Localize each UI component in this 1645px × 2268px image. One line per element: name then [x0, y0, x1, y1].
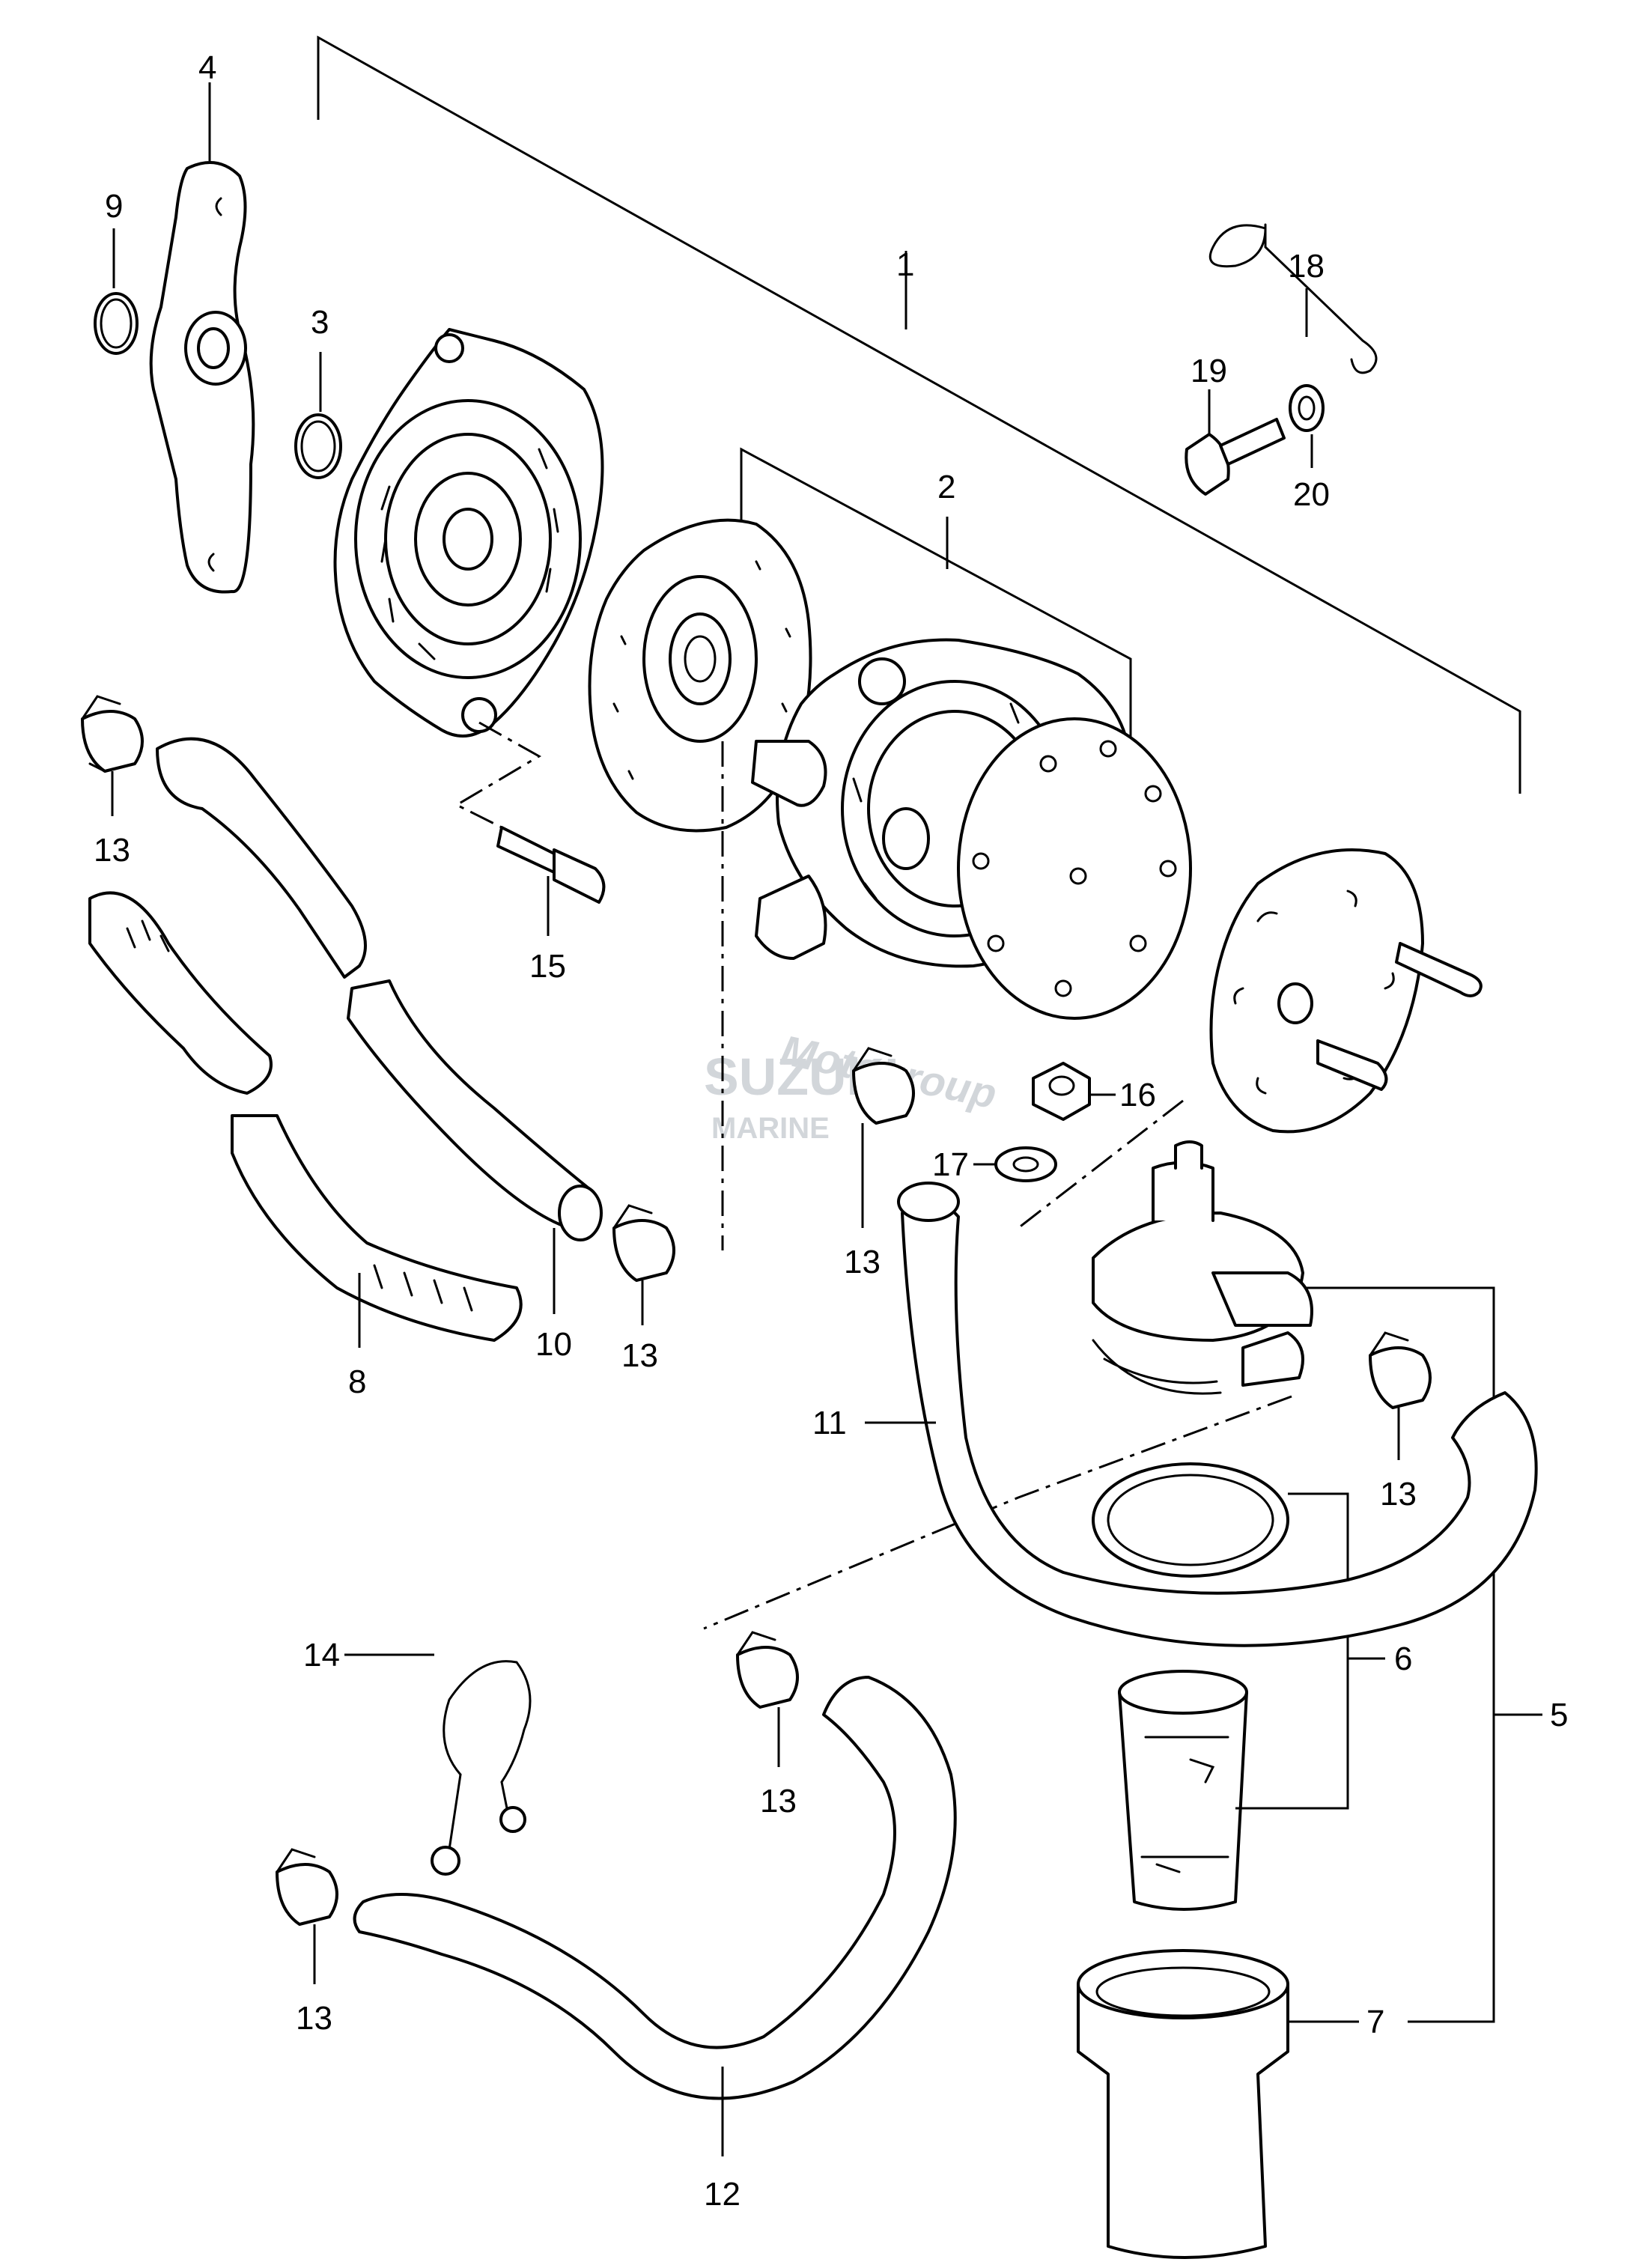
- callout-18: 18: [1288, 248, 1325, 285]
- part-13-clamp-f: [276, 1848, 338, 1984]
- callout-8: 8: [348, 1363, 366, 1400]
- part-20-washer: [1289, 384, 1325, 468]
- callout-4: 4: [198, 49, 216, 86]
- part-filter-housing: [1018, 1099, 1313, 1395]
- callout-11: 11: [812, 1405, 847, 1441]
- part-16-nut: [1032, 1062, 1116, 1121]
- part-12-hose: [353, 1676, 957, 2156]
- part-9-o-ring: [94, 228, 139, 355]
- callout-6: 6: [1394, 1641, 1412, 1677]
- part-5-leader: [1307, 1286, 1542, 2023]
- part-15-bolt: [496, 826, 606, 936]
- part-4-bracket-plate: [149, 82, 255, 594]
- part-seal-ring: [703, 1395, 1292, 1630]
- callout-1: 1: [896, 246, 914, 283]
- part-6-filter-screen: [1118, 1492, 1385, 1911]
- callout-16: 16: [1119, 1077, 1156, 1113]
- part-19-bolt: [1185, 389, 1286, 496]
- watermark-sub: MARINE: [711, 1112, 830, 1145]
- part-13-clamp-e: [736, 1631, 799, 1767]
- callout-9: 9: [105, 188, 123, 225]
- callout-13-d: 13: [1380, 1476, 1417, 1512]
- part-11-hose: [865, 1182, 1538, 1647]
- part-8-hose: [88, 891, 523, 1348]
- part-17-washer: [973, 1146, 1057, 1182]
- callout-10: 10: [535, 1326, 572, 1363]
- callout-15: 15: [529, 948, 566, 985]
- bracket-assembly-1: [317, 35, 1521, 794]
- part-lower-diaphragm: [957, 717, 1192, 1020]
- callout-3: 3: [311, 304, 329, 341]
- part-13-clamp-a: [81, 695, 144, 816]
- callout-14: 14: [303, 1637, 340, 1673]
- callout-13-c: 13: [844, 1244, 881, 1280]
- callout-7: 7: [1366, 2004, 1384, 2040]
- part-10-hose: [156, 737, 603, 1314]
- part-18-spring-clip: [1208, 223, 1378, 374]
- bracket-assembly-2: [740, 447, 1132, 738]
- part-3-o-ring: [294, 352, 342, 479]
- callout-13-f: 13: [296, 2000, 332, 2037]
- callout-17: 17: [932, 1146, 969, 1183]
- callout-13-e: 13: [760, 1783, 797, 1819]
- assembly-brackets: [317, 35, 1521, 794]
- part-7-filter-cup: [1077, 1949, 1359, 2259]
- part-13-clamp-b: [612, 1204, 675, 1325]
- callout-labels: 1 2 3 4 5 6 7 8 9 10 11 12 13 13 13 13 1…: [94, 49, 1568, 2213]
- callout-20: 20: [1293, 476, 1330, 513]
- callout-13-a: 13: [94, 832, 130, 869]
- part-13-clamp-c: [852, 1047, 915, 1228]
- callout-12: 12: [704, 2176, 741, 2213]
- callout-5: 5: [1550, 1697, 1568, 1733]
- part-pump-cover: [333, 328, 604, 848]
- callout-13-b: 13: [621, 1337, 658, 1374]
- watermark: SUZUKI MARINE Motogroup: [704, 1026, 1001, 1145]
- part-pump-bottom-cover: [1209, 848, 1483, 1134]
- part-13-clamp-d: [1369, 1331, 1432, 1460]
- callout-19: 19: [1191, 353, 1227, 389]
- callout-2: 2: [937, 469, 955, 505]
- part-14-clip: [344, 1653, 532, 1876]
